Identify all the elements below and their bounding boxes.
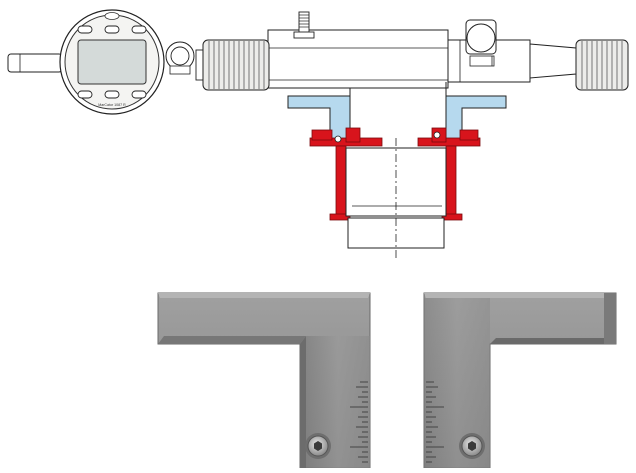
photo-right-l-block (423, 292, 617, 469)
photo-left-l-block (157, 292, 371, 469)
dial-button-bottom-center (104, 90, 120, 99)
clamp-screw-left-icon (334, 135, 342, 143)
gauge-brand-label: MarCator 1087 R (98, 103, 126, 107)
gauge-stem (7, 53, 63, 73)
workpiece (345, 138, 447, 258)
knurled-grip-left (195, 39, 270, 91)
dial-button-bottom-right (131, 90, 147, 99)
top-screw (293, 11, 315, 39)
scale-ticks-right-photo (426, 381, 444, 463)
scale-ticks-left-photo (350, 381, 368, 463)
gauge-assembly: MarCator 1087 R (7, 9, 629, 258)
dial-button-top-center (104, 25, 120, 34)
dial-button-top-left (77, 25, 93, 34)
gauge-logo-icon (104, 12, 120, 20)
dial-gauge: MarCator 1087 R (59, 9, 165, 115)
clamp-ring (165, 41, 195, 75)
gauge-display (77, 39, 147, 85)
hex-screw-left-icon (305, 433, 331, 459)
clamp-screw-right-icon (433, 131, 441, 139)
dial-button-top-right (131, 25, 147, 34)
dial-button-bottom-left (77, 90, 93, 99)
hex-screw-right-icon (459, 433, 485, 459)
knurled-grip-right (575, 39, 629, 91)
main-bar (267, 29, 531, 89)
lock-knob (465, 19, 497, 67)
